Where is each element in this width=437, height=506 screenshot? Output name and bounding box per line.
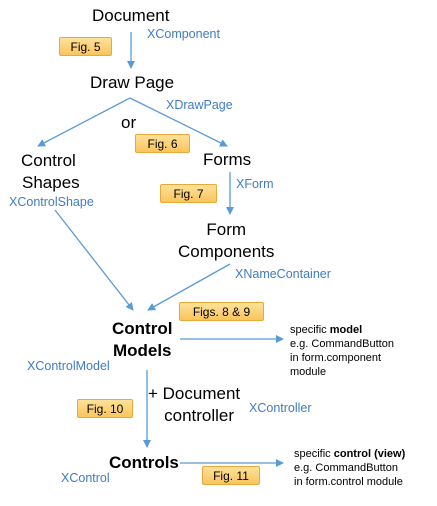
node-form-components-line2: Components	[178, 242, 275, 261]
node-controls: Controls	[109, 453, 179, 472]
edge-controlshapes-to-controlmodels	[54, 209, 134, 311]
plus-document-line2: controller	[164, 406, 235, 425]
iface-xcontrol: XControl	[61, 471, 110, 485]
node-control-shapes-line2: Shapes	[22, 173, 80, 192]
note-model-line3: in form.component	[290, 352, 382, 364]
edge-formcomponents-to-controlmodels	[147, 263, 231, 311]
node-form-components-line1: Form	[206, 220, 247, 239]
note-model-line1: specific model	[290, 323, 394, 337]
note-specific-model: specific model e.g. CommandButton in for…	[290, 323, 394, 379]
node-draw-page: Draw Page	[90, 73, 175, 92]
note-model-line4: module	[290, 366, 327, 378]
node-control-shapes: Control Shapes	[21, 150, 80, 194]
note-control-prefix: specific	[294, 448, 334, 460]
note-control-line3: in form.control module	[294, 476, 403, 488]
node-form-components: Form Components	[178, 219, 274, 263]
node-control-models-line1: Control	[112, 319, 173, 338]
plus-document-controller: + Document controller	[148, 383, 240, 427]
node-forms: Forms	[203, 150, 252, 169]
iface-xnamecontainer: XNameContainer	[235, 267, 331, 281]
figure-badge-7: Fig. 7	[160, 184, 217, 203]
figure-badge-8-9: Figs. 8 & 9	[179, 302, 264, 321]
node-control-models-line2: Models	[112, 341, 172, 360]
figure-badge-10: Fig. 10	[77, 399, 133, 418]
figure-badge-5: Fig. 5	[59, 37, 112, 56]
iface-xform: XForm	[236, 177, 274, 191]
iface-xcontrolmodel: XControlModel	[27, 359, 110, 373]
note-model-bold: model	[329, 324, 363, 336]
note-specific-control: specific control (view) e.g. CommandButt…	[294, 447, 405, 489]
figure-badge-6: Fig. 6	[135, 134, 190, 153]
or-label: or	[121, 113, 137, 132]
node-document: Document	[92, 6, 170, 25]
note-control-bold: control (view)	[333, 448, 406, 460]
note-model-line2: e.g. CommandButton	[290, 338, 394, 350]
note-control-line1: specific control (view)	[294, 447, 405, 461]
iface-xdrawpage: XDrawPage	[166, 98, 233, 112]
iface-xcomponent: XComponent	[147, 27, 220, 41]
node-control-shapes-line1: Control	[21, 151, 76, 170]
edge-drawpage-to-forms	[129, 97, 228, 147]
note-control-line2: e.g. CommandButton	[294, 462, 398, 474]
node-control-models: Control Models	[112, 318, 172, 362]
note-model-prefix: specific	[290, 324, 330, 336]
figure-badge-11: Fig. 11	[202, 466, 260, 485]
iface-xcontrolshape: XControlShape	[9, 195, 94, 209]
edge-drawpage-to-controlshapes	[37, 97, 131, 147]
iface-xcontroller: XController	[249, 401, 312, 415]
plus-document-line1: + Document	[148, 384, 241, 403]
